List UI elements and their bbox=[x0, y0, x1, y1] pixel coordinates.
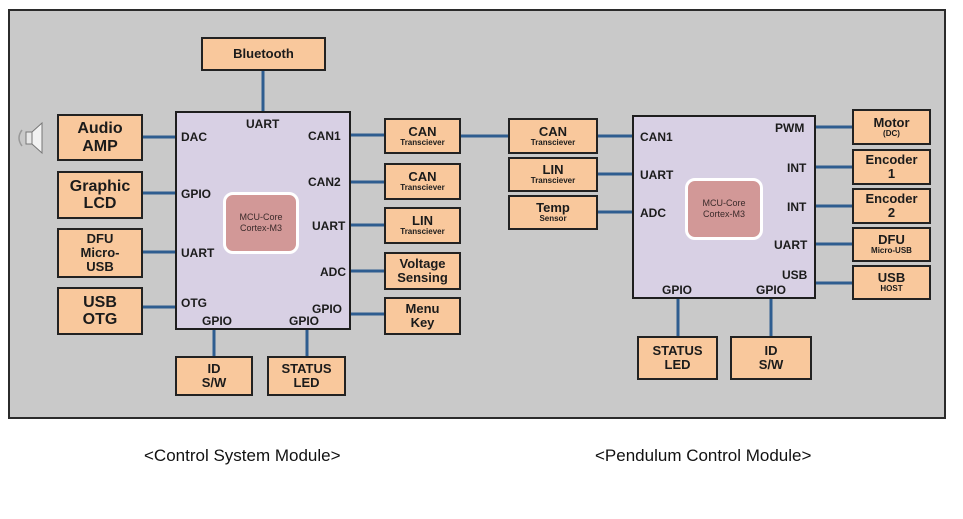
core-label-line2: Cortex-M3 bbox=[239, 223, 282, 233]
audio-amp-block: Audio AMP bbox=[57, 114, 143, 161]
pin-can1: CAN1 bbox=[308, 129, 341, 143]
id-sw-line1: ID bbox=[207, 360, 221, 376]
caption-control-module: <Control System Module> bbox=[144, 446, 341, 465]
core-label-line1: MCU-Core bbox=[239, 212, 283, 222]
speaker-icon bbox=[18, 121, 43, 155]
can2-transceiver-block: CAN Transciever bbox=[384, 163, 461, 200]
p-core-label-line1: MCU-Core bbox=[702, 198, 746, 208]
usb-host-sub: HOST bbox=[880, 284, 903, 294]
pin-uart-left: UART bbox=[181, 246, 215, 260]
dfu-micro-usb-block: DFU Micro- USB bbox=[57, 228, 143, 278]
p-pin-gpio-bottom-left: GPIO bbox=[662, 283, 693, 297]
pin-uart-right: UART bbox=[312, 219, 346, 233]
pin-can2: CAN2 bbox=[308, 175, 341, 189]
status-led-line2: LED bbox=[293, 375, 320, 390]
pin-uart-top: UART bbox=[246, 117, 280, 131]
lin-transceiver-block: LIN Transciever bbox=[384, 207, 461, 244]
p-status-led-block: STATUS LED bbox=[637, 336, 718, 380]
lin-title: LIN bbox=[412, 213, 433, 229]
pendulum-mcu-core: MCU-Core Cortex-M3 bbox=[685, 178, 763, 240]
menu-key-line2: Key bbox=[410, 315, 435, 330]
p-can-title: CAN bbox=[538, 123, 568, 139]
voltage-line1: Voltage bbox=[399, 255, 446, 271]
p-dfu-block: DFU Micro-USB bbox=[852, 227, 931, 262]
graphic-lcd-block: Graphic LCD bbox=[57, 171, 143, 219]
id-sw-block: ID S/W bbox=[175, 356, 253, 396]
caption-pendulum-module: <Pendulum Control Module> bbox=[595, 446, 812, 465]
p-pin-usb: USB bbox=[782, 268, 808, 282]
p-can-sub: Transciever bbox=[530, 137, 576, 147]
motor-block: Motor (DC) bbox=[852, 109, 931, 145]
p-lin-title: LIN bbox=[542, 162, 564, 178]
p-pin-pwm: PWM bbox=[775, 121, 805, 135]
can2-sub: Transciever bbox=[400, 183, 445, 193]
pin-gpio-left: GPIO bbox=[181, 187, 212, 201]
p-dfu-title: DFU bbox=[878, 232, 905, 248]
pin-dac: DAC bbox=[181, 130, 207, 144]
voltage-line2: Sensing bbox=[397, 270, 448, 285]
lin-sub: Transciever bbox=[400, 227, 445, 237]
usb-otg-block: USB OTG bbox=[57, 287, 143, 335]
voltage-sensing-block: Voltage Sensing bbox=[384, 252, 461, 290]
pin-gpio-bottom-left: GPIO bbox=[202, 314, 233, 328]
usb-host-title: USB bbox=[877, 270, 906, 286]
p-pin-int2: INT bbox=[787, 200, 807, 214]
dfu-line2: Micro- bbox=[80, 244, 120, 260]
graphic-lcd-line1: Graphic bbox=[69, 177, 131, 195]
dfu-line1: DFU bbox=[86, 230, 114, 246]
status-led-line1: STATUS bbox=[281, 360, 332, 376]
pin-adc: ADC bbox=[320, 265, 346, 279]
p-core-label-line2: Cortex-M3 bbox=[702, 209, 745, 219]
status-led-block: STATUS LED bbox=[267, 356, 346, 396]
can1-title: CAN bbox=[408, 123, 437, 139]
p-status-line2: LED bbox=[664, 357, 691, 372]
p-status-line1: STATUS bbox=[652, 342, 703, 358]
p-pin-int1: INT bbox=[787, 161, 807, 175]
usb-host-block: USB HOST bbox=[852, 265, 931, 300]
pin-otg: OTG bbox=[181, 296, 207, 310]
can2-title: CAN bbox=[408, 169, 437, 185]
audio-amp-line1: Audio bbox=[77, 120, 123, 138]
motor-sub: (DC) bbox=[883, 128, 900, 138]
p-pin-can1: CAN1 bbox=[640, 130, 673, 144]
p-dfu-sub: Micro-USB bbox=[871, 246, 912, 256]
graphic-lcd-line2: LCD bbox=[83, 195, 117, 212]
temp-sensor-block: Temp Sensor bbox=[508, 195, 598, 230]
audio-amp-line2: AMP bbox=[82, 137, 118, 155]
p-pin-uart: UART bbox=[640, 168, 674, 182]
encoder1-block: Encoder 1 bbox=[852, 149, 931, 185]
encoder2-line2: 2 bbox=[887, 205, 896, 220]
id-sw-line2: S/W bbox=[201, 375, 227, 390]
motor-title: Motor bbox=[873, 114, 910, 130]
bluetooth-label: Bluetooth bbox=[233, 45, 294, 61]
encoder1-line2: 1 bbox=[887, 166, 896, 181]
control-mcu-core: MCU-Core Cortex-M3 bbox=[223, 192, 299, 254]
p-id-sw-block: ID S/W bbox=[730, 336, 812, 380]
can1-transceiver-block: CAN Transciever bbox=[384, 118, 461, 154]
usb-otg-line2: OTG bbox=[82, 311, 118, 328]
p-id-line2: S/W bbox=[758, 357, 784, 372]
temp-sub: Sensor bbox=[539, 214, 567, 224]
menu-key-block: Menu Key bbox=[384, 297, 461, 335]
encoder2-block: Encoder 2 bbox=[852, 188, 931, 224]
pin-gpio-right: GPIO bbox=[312, 302, 343, 316]
menu-key-line1: Menu bbox=[405, 300, 440, 316]
can1-sub: Transciever bbox=[400, 137, 445, 147]
p-can-transceiver-block: CAN Transciever bbox=[508, 118, 598, 154]
p-lin-sub: Transciever bbox=[530, 176, 576, 186]
p-pin-uart-right: UART bbox=[774, 238, 808, 252]
bluetooth-block: Bluetooth bbox=[201, 37, 326, 71]
p-id-line1: ID bbox=[764, 342, 778, 358]
encoder2-line1: Encoder bbox=[865, 190, 918, 206]
dfu-line3: USB bbox=[86, 259, 114, 275]
usb-otg-line1: USB bbox=[83, 293, 117, 311]
pin-gpio-bottom-right: GPIO bbox=[289, 314, 320, 328]
p-lin-transceiver-block: LIN Transciever bbox=[508, 157, 598, 192]
encoder1-line1: Encoder bbox=[865, 151, 918, 167]
temp-title: Temp bbox=[536, 200, 570, 216]
p-pin-adc: ADC bbox=[640, 206, 666, 220]
p-pin-gpio-bottom-right: GPIO bbox=[756, 283, 787, 297]
